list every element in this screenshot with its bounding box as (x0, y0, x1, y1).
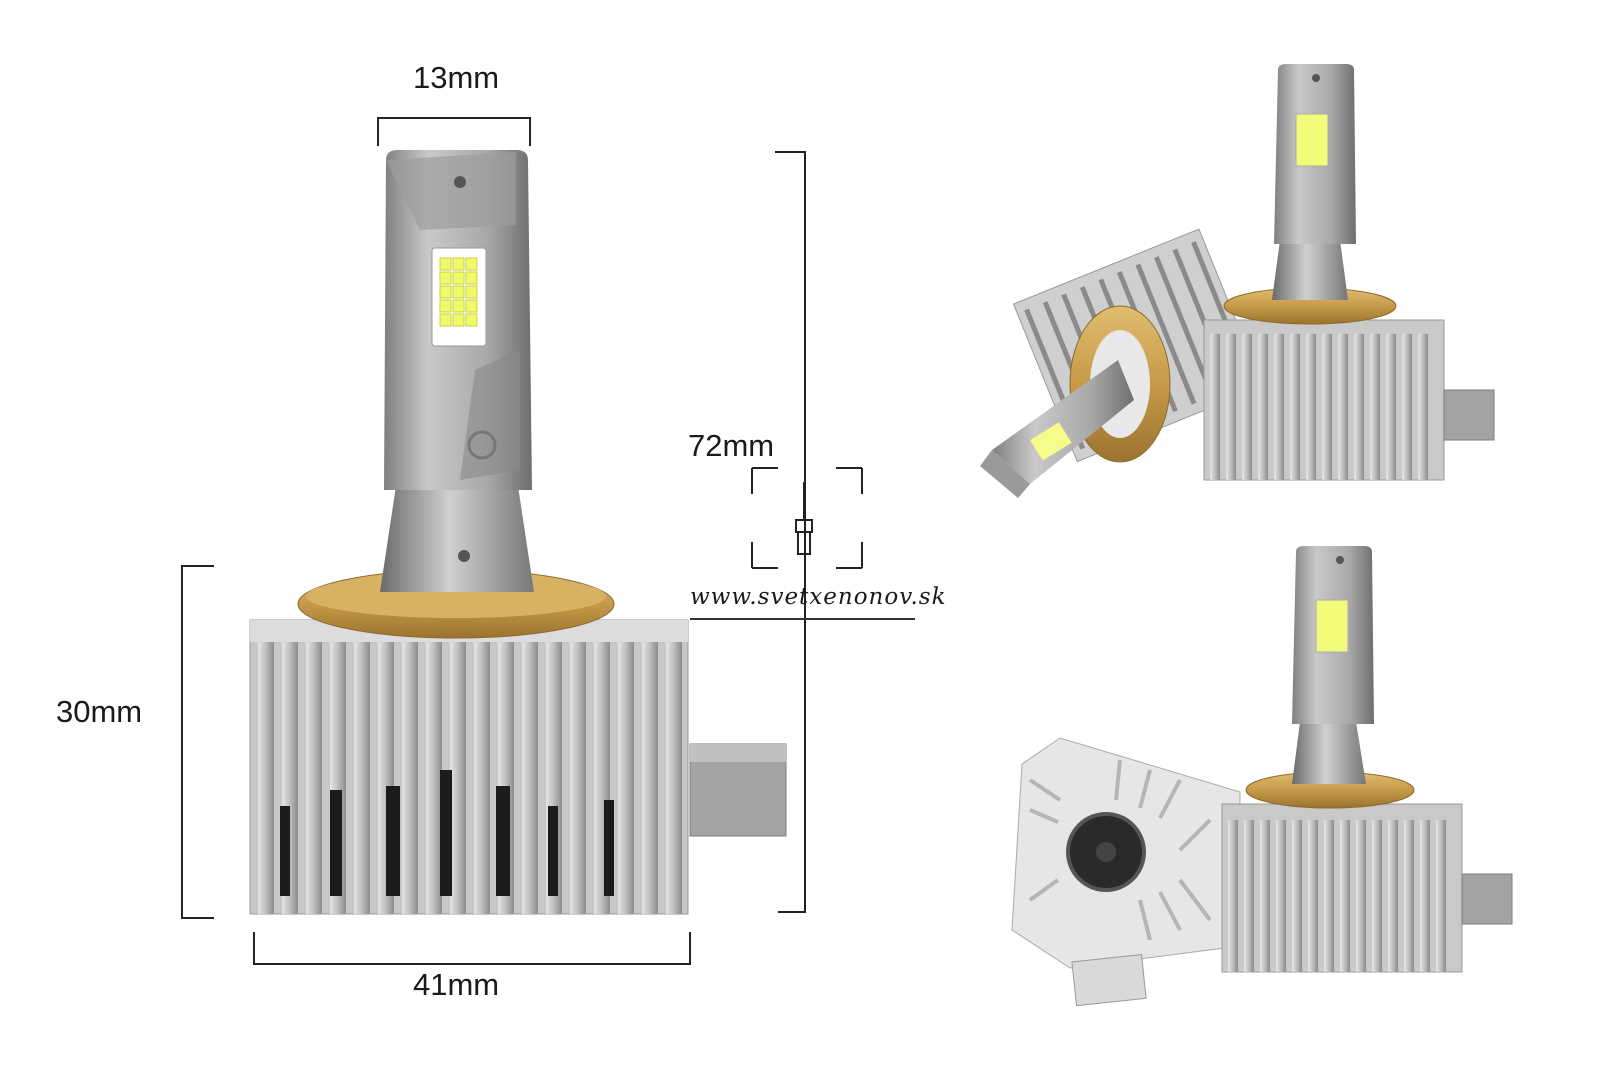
base-width-label: 41mm (413, 967, 500, 1002)
watermark-url: www.svetxenonov.sk (690, 584, 947, 610)
bulb-pair-bottom (1011, 546, 1513, 1007)
bulb-pair-top (980, 64, 1495, 498)
main-heatsink-fins (258, 642, 682, 914)
bulb-crosshair-icon (751, 467, 863, 569)
total-height-label: 72mm (688, 428, 775, 463)
base-height-label: 30mm (56, 694, 143, 729)
top-width-label: 13mm (413, 60, 500, 95)
main-bulb (249, 150, 787, 915)
watermark-underline (690, 618, 915, 620)
